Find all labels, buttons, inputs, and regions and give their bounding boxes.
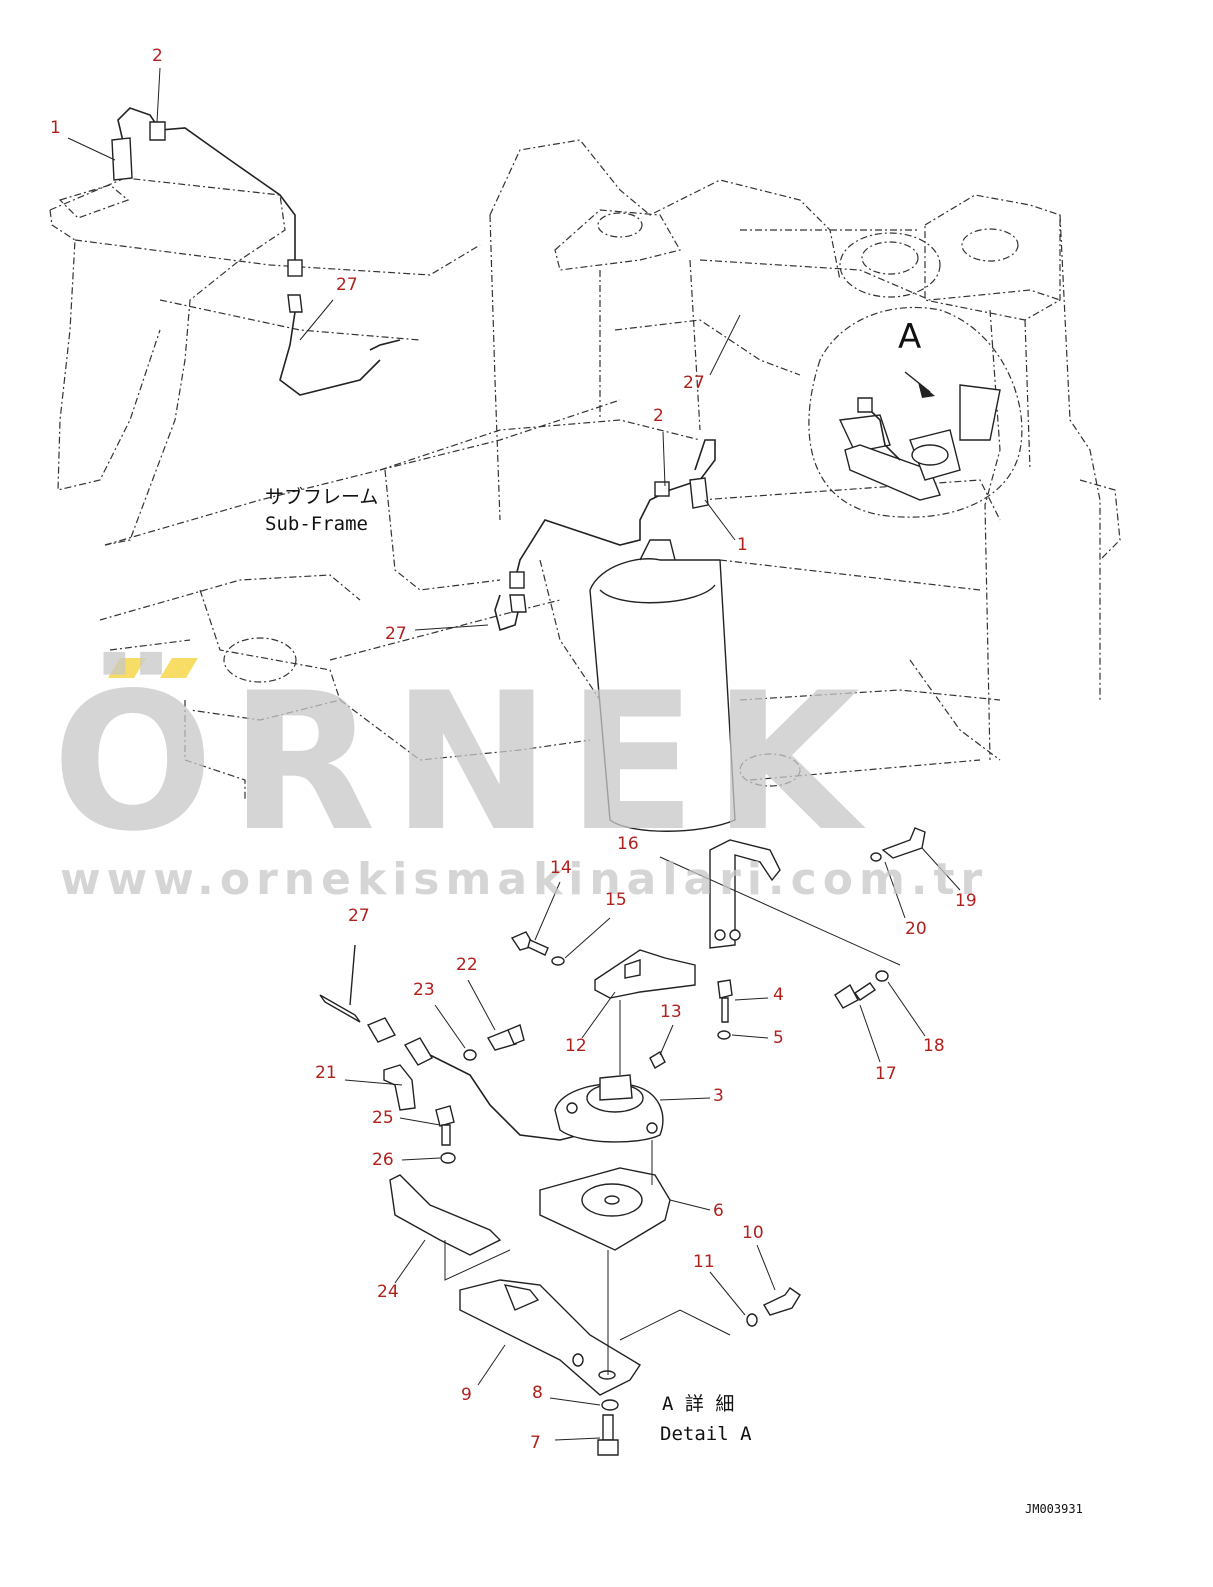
callout-3: 3 [713, 1086, 724, 1106]
subframe-label-jp: サブフレーム [265, 486, 379, 508]
callout-6: 6 [713, 1201, 724, 1221]
watermark-brand: ÖRNEK [52, 652, 876, 873]
detail-a-marker: A [898, 317, 922, 357]
callout-1: 1 [737, 535, 748, 555]
callout-27: 27 [348, 906, 370, 926]
callout-2: 2 [653, 406, 664, 426]
callout-27: 27 [336, 275, 358, 295]
alignment-lines [444, 856, 901, 1375]
document-id: JM003931 [1025, 1502, 1083, 1516]
callout-26: 26 [372, 1150, 394, 1170]
leader-lines [67, 67, 961, 1441]
callout-8: 8 [532, 1383, 543, 1403]
callout-16: 16 [617, 834, 639, 854]
subframe-label-en: Sub-Frame [265, 513, 368, 535]
callout-27: 27 [385, 624, 407, 644]
callout-9: 9 [461, 1385, 472, 1405]
detail-a-title-jp: A 詳 細 [662, 1393, 735, 1415]
callout-13: 13 [660, 1002, 682, 1022]
callout-12: 12 [565, 1036, 587, 1056]
callout-15: 15 [605, 890, 627, 910]
callout-27: 27 [683, 373, 705, 393]
callout-24: 24 [377, 1282, 399, 1302]
callout-17: 17 [875, 1064, 897, 1084]
frame-structure [49, 139, 1121, 800]
callout-18: 18 [923, 1036, 945, 1056]
callout-14: 14 [550, 858, 572, 878]
callout-11: 11 [693, 1252, 715, 1272]
callout-21: 21 [315, 1063, 337, 1083]
callout-23: 23 [413, 980, 435, 1000]
watermark-graphic [108, 658, 198, 678]
detail-a-exploded [319, 827, 926, 1456]
callout-22: 22 [456, 955, 478, 975]
callout-19: 19 [955, 891, 977, 911]
callout-1: 1 [50, 118, 61, 138]
accumulator-tank [589, 539, 736, 832]
callout-10: 10 [742, 1223, 764, 1243]
callout-2: 2 [152, 46, 163, 66]
callout-4: 4 [773, 985, 784, 1005]
upper-sensor-assembly [111, 107, 401, 396]
callout-5: 5 [773, 1028, 784, 1048]
callout-20: 20 [905, 919, 927, 939]
callout-7: 7 [530, 1433, 541, 1453]
middle-sensor-assembly [494, 439, 716, 632]
callout-25: 25 [372, 1108, 394, 1128]
detail-a-mini [838, 371, 1001, 501]
detail-a-title-en: Detail A [660, 1423, 752, 1445]
watermark-url: www.ornekismakinalari.com.tr [60, 854, 989, 905]
